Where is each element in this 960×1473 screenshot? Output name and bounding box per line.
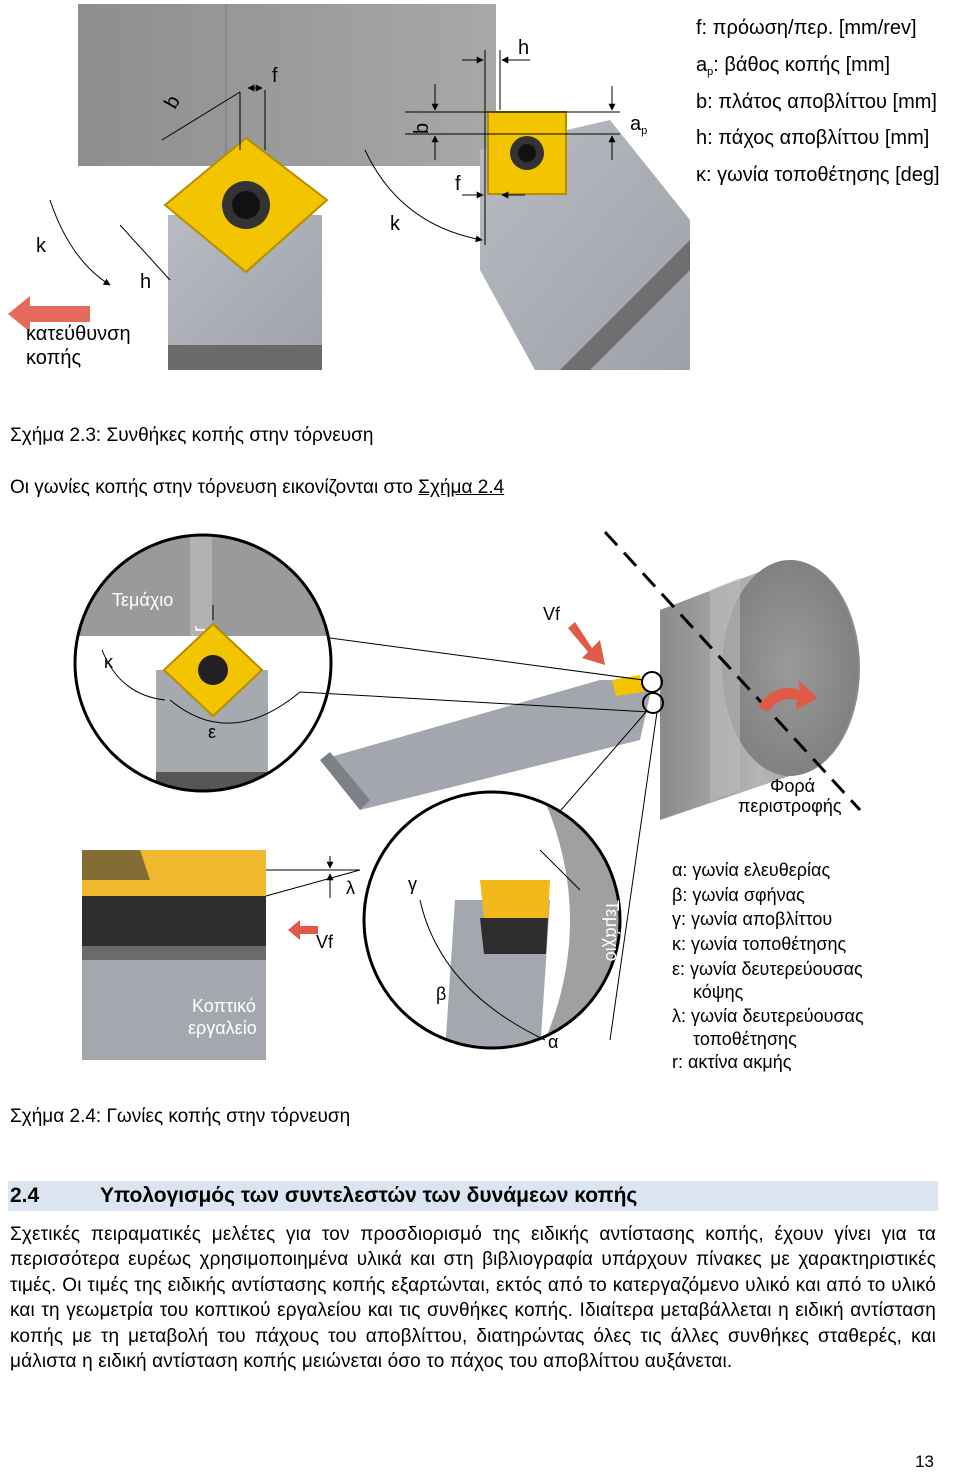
legend-lambda-cont: τοποθέτησης — [693, 1029, 797, 1049]
label-kappa: κ — [104, 652, 114, 672]
cylinder-face — [722, 560, 858, 776]
cutting-direction-label-1: κατεύθυνση — [26, 323, 131, 345]
label-vf-top: Vf — [543, 604, 561, 624]
workpiece-block — [78, 4, 496, 166]
label-h-left: h — [140, 271, 151, 293]
legend-b: b: πλάτος αποβλίττου [mm] — [696, 91, 937, 113]
legend-r: r: ακτίνα ακμής — [672, 1052, 792, 1072]
figure-2-3: b f k h h b f k ap κατεύθυνση κοπής f: π… — [8, 4, 940, 370]
label-k-left: k — [36, 235, 47, 257]
legend-k: κ: γωνία τοποθέτησης [deg] — [696, 164, 940, 186]
body-paragraph: Σχετικές πειραματικές μελέτες για τον πρ… — [10, 1224, 936, 1373]
label-workpiece-vertical: Τεμάχιο — [602, 900, 622, 961]
rotation-arrow — [758, 680, 818, 712]
label-epsilon: ε — [208, 722, 216, 742]
label-gamma: γ — [408, 874, 417, 894]
section-number: 2.4 — [10, 1184, 40, 1207]
label-rotation-1: Φορά — [770, 776, 815, 796]
left-tool-holder — [168, 215, 322, 370]
page-number: 13 — [915, 1452, 934, 1471]
angle-legend: α: γωνία ελευθερίας β: γωνία σφήνας γ: γ… — [672, 860, 864, 1072]
label-alpha: α — [548, 1032, 558, 1052]
legend-alpha: α: γωνία ελευθερίας — [672, 860, 830, 880]
figure-2-4-link[interactable]: Σχήμα 2.4 — [418, 477, 505, 498]
legend-gamma: γ: γωνία αποβλίττου — [672, 909, 832, 929]
legend-ap: ap: βάθος κοπής [mm] — [696, 54, 890, 78]
figure-2-4: Τεμάχιο r κ ε Vf Φορά περιστροφής λ Vf Κ… — [73, 530, 864, 1072]
label-b-right: b — [411, 123, 433, 134]
cutting-direction-arrow — [8, 296, 90, 332]
section-title: Υπολογισμός των συντελεστών των δυνάμεων… — [100, 1184, 638, 1207]
label-lambda: λ — [346, 878, 355, 898]
label-rotation-2: περιστροφής — [738, 796, 842, 816]
legend-h: h: πάχος αποβλίττου [mm] — [696, 127, 929, 149]
lathe-scene — [320, 530, 862, 820]
legend-kappa: κ: γωνία τοποθέτησης — [672, 934, 847, 954]
legend-beta: β: γωνία σφήνας — [672, 885, 805, 905]
intro-sentence: Οι γωνίες κοπής στην τόρνευση εικονίζοντ… — [10, 477, 504, 499]
figure-2-4-caption: Σχήμα 2.4: Γωνίες κοπής στην τόρνευση — [10, 1106, 351, 1127]
label-ap: ap — [630, 113, 647, 137]
label-f-left: f — [272, 65, 278, 87]
legend-epsilon-cont: κόψης — [693, 982, 744, 1002]
label-tool-1: Κοπτικό — [192, 996, 256, 1016]
label-r: r — [189, 626, 209, 632]
label-workpiece: Τεμάχιο — [112, 590, 173, 610]
section-heading: 2.4 Υπολογισμός των συντελεστών των δυνά… — [8, 1181, 938, 1211]
vf-arrow-top — [568, 622, 605, 665]
tool-side-view — [82, 850, 266, 1060]
label-tool-2: εργαλείο — [188, 1018, 257, 1038]
vf-arrow-bottom — [288, 920, 318, 940]
label-beta: β — [436, 984, 446, 1004]
label-f-right: f — [455, 173, 461, 195]
label-k-right: k — [390, 213, 401, 235]
legend-lambda: λ: γωνία δευτερεύουσας — [672, 1006, 864, 1026]
cutting-direction-label-2: κοπής — [26, 347, 82, 369]
label-vf-bottom: Vf — [316, 932, 334, 952]
intro-text: Οι γωνίες κοπής στην τόρνευση εικονίζοντ… — [10, 477, 419, 498]
label-h-right: h — [518, 37, 529, 59]
figure-2-3-caption: Σχήμα 2.3: Συνθήκες κοπής στην τόρνευση — [10, 425, 374, 446]
legend-f: f: πρόωση/περ. [mm/rev] — [696, 17, 917, 39]
legend-epsilon: ε: γωνία δευτερεύουσας — [672, 959, 863, 979]
